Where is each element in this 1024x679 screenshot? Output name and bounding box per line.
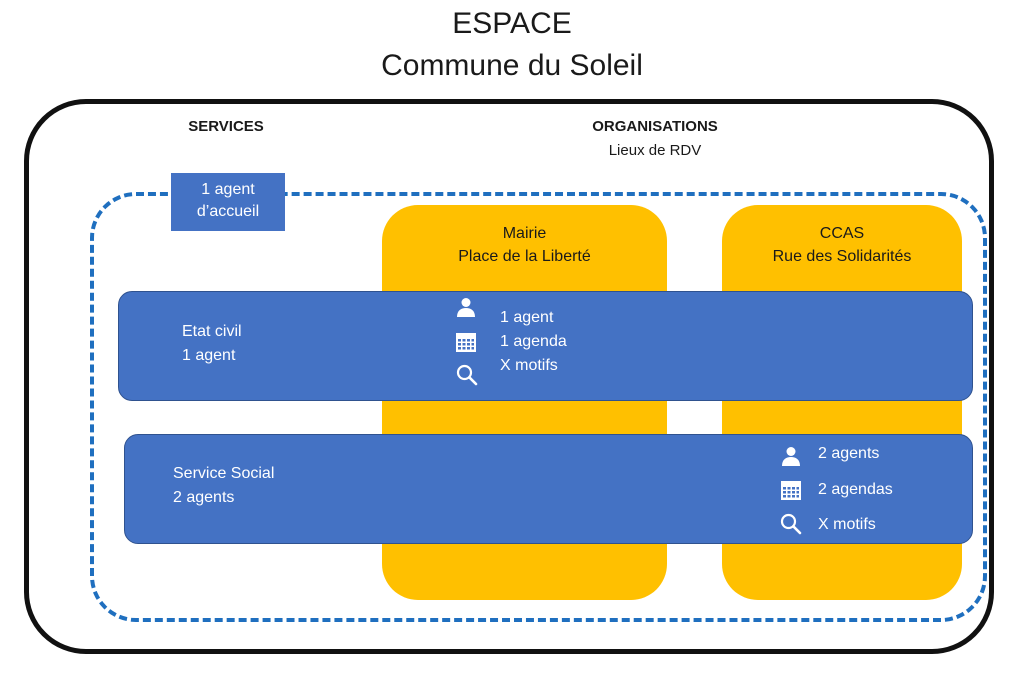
organisation-name: Mairie <box>502 225 547 242</box>
organisations-header: ORGANISATIONS <box>592 118 718 135</box>
page-subtitle: Commune du Soleil <box>381 49 643 82</box>
accueil-line: 1 agent <box>201 181 255 198</box>
stat-agents-label: 2 agents <box>818 445 879 463</box>
organisation-name: CCAS <box>819 225 865 242</box>
search-icon <box>780 513 802 535</box>
stat-motifs-label: X motifs <box>500 357 558 375</box>
service-band-etat-civil <box>118 291 973 401</box>
organisations-subheader: Lieux de RDV <box>608 142 702 159</box>
services-header: SERVICES <box>188 118 264 135</box>
service-label: Service Social 2 agents <box>173 462 274 510</box>
service-band-service-social <box>124 434 973 544</box>
accueil-line: d’accueil <box>196 203 260 220</box>
stat-agents-row <box>455 296 477 318</box>
stat-motifs-text: X motifs <box>500 357 558 374</box>
stat-agenda-text: 1 agenda <box>500 333 567 350</box>
stat-motifs-row <box>780 513 802 535</box>
espace-frame <box>24 99 994 654</box>
service-label: Etat civil 1 agent <box>182 320 242 368</box>
stat-agents-text: 1 agent <box>500 309 554 326</box>
calendar-icon <box>781 481 801 500</box>
stat-agenda-label: 1 agenda <box>500 333 567 351</box>
stat-agents-label: 1 agent <box>500 309 553 327</box>
organisation-address: Place de la Liberté <box>458 248 591 265</box>
stat-motifs-row <box>456 364 478 386</box>
person-icon <box>782 447 800 466</box>
service-name: Service Social <box>173 465 275 482</box>
page-title: ESPACE <box>452 7 572 40</box>
accueil-agent-box: 1 agent d’accueil <box>171 173 285 231</box>
accueil-scope-frame <box>90 192 987 622</box>
search-icon <box>456 364 478 386</box>
calendar-icon <box>456 333 476 352</box>
stat-agenda-text: 2 agendas <box>818 481 893 498</box>
organisation-address: Rue des Solidarités <box>772 248 912 265</box>
stat-agents-row <box>780 445 802 467</box>
stat-motifs-text: X motifs <box>818 516 876 533</box>
person-icon <box>457 298 475 317</box>
service-agents: 1 agent <box>182 347 236 364</box>
stat-agenda-row <box>780 479 802 501</box>
service-agents: 2 agents <box>173 489 235 506</box>
stat-agenda-row <box>455 331 477 353</box>
stat-motifs-label: X motifs <box>818 516 876 534</box>
service-name: Etat civil <box>182 323 242 340</box>
stat-agents-text: 2 agents <box>818 445 880 462</box>
stat-agenda-label: 2 agendas <box>818 481 893 499</box>
